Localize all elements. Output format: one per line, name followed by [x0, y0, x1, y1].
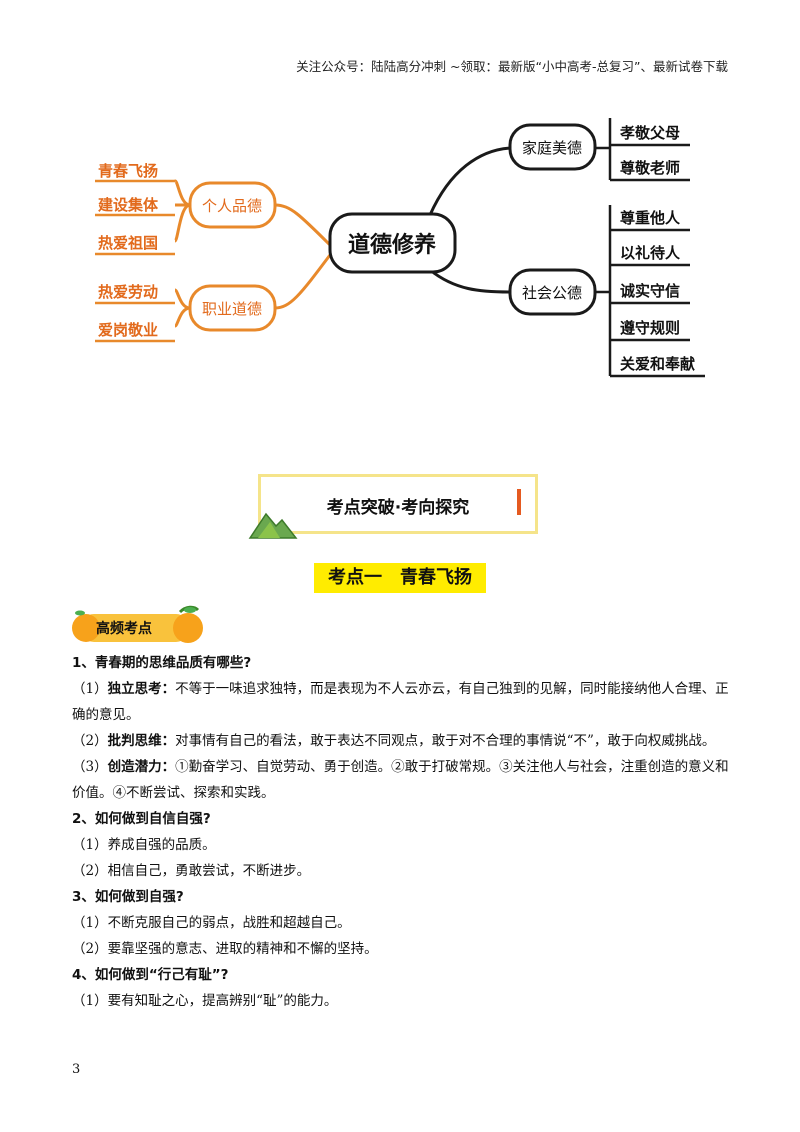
mountain-icon — [248, 512, 298, 539]
branch-right-1: 家庭美德 — [522, 139, 582, 157]
banner-accent — [517, 489, 521, 515]
leaf: 以礼待人 — [620, 244, 681, 262]
orange-tag-icon — [72, 605, 203, 643]
mind-map: 道德修养 个人品德 职业道德 家庭美德 社会公德 青春飞扬 建设集体 热爱祖国 … — [95, 118, 705, 378]
answer: （1）养成自强的品质。 — [72, 837, 216, 853]
page-number: 3 — [72, 1062, 81, 1077]
leaf: 遵守规则 — [620, 319, 680, 337]
leaf: 尊敬老师 — [620, 159, 680, 177]
leaf: 热爱劳动 — [98, 283, 158, 301]
question-4: 4、如何做到“行己有耻”? — [72, 967, 229, 983]
leaf: 爱岗敬业 — [98, 321, 158, 339]
section-banner-title: 考点突破·考向探究 — [326, 498, 470, 518]
leaf: 青春飞扬 — [98, 162, 158, 180]
leaf: 诚实守信 — [620, 282, 680, 300]
answer: （1）不断克服自己的弱点，战胜和超越自己。 — [72, 915, 351, 931]
center-node — [328, 212, 457, 274]
question-3: 3、如何做到自强? — [72, 889, 184, 905]
branch-left-2: 职业道德 — [202, 300, 262, 318]
leaf: 尊重他人 — [620, 209, 681, 227]
header-note: 关注公众号：陆陆高分冲刺 ~领取：最新版“小中高考-总复习”、最新试卷下载 — [296, 59, 728, 74]
answer: （2）批判思维：对事情有自己的看法，敢于表达不同观点，敢于对不合理的事情说“不”… — [72, 733, 716, 749]
answer: （2）相信自己，勇敢尝试，不断进步。 — [72, 863, 311, 879]
hot-tag-label: 高频考点 — [96, 621, 152, 637]
branch-left-1: 个人品德 — [202, 197, 262, 215]
section-banner: 考点突破·考向探究 — [258, 474, 538, 534]
leaf: 关爱和奉献 — [620, 355, 695, 373]
answer: （3）创造潜力：①勤奋学习、自觉劳动、勇于创造。②敢于打破常规。③关注他人与社会… — [72, 759, 729, 801]
branch-right-2: 社会公德 — [522, 284, 582, 302]
question-2: 2、如何做到自信自强? — [72, 811, 211, 827]
answer: （1）要有知耻之心，提高辨别“耻”的能力。 — [72, 993, 338, 1009]
answer: （2）要靠坚强的意志、进取的精神和不懈的坚持。 — [72, 941, 378, 957]
leaf: 孝敬父母 — [619, 124, 680, 142]
leaf: 建设集体 — [98, 196, 159, 214]
answer: （1）独立思考：不等于一味追求独特，而是表现为不人云亦云，有自己独到的见解，同时… — [72, 681, 729, 723]
center-label: 道德修养 — [348, 232, 436, 258]
question-1: 1、青春期的思维品质有哪些? — [72, 655, 252, 671]
leaf: 热爱祖国 — [98, 234, 158, 252]
content-body: 1、青春期的思维品质有哪些? （1）独立思考：不等于一味追求独特，而是表现为不人… — [72, 650, 732, 1014]
kaodian-title: 考点一 青春飞扬 — [314, 563, 486, 593]
